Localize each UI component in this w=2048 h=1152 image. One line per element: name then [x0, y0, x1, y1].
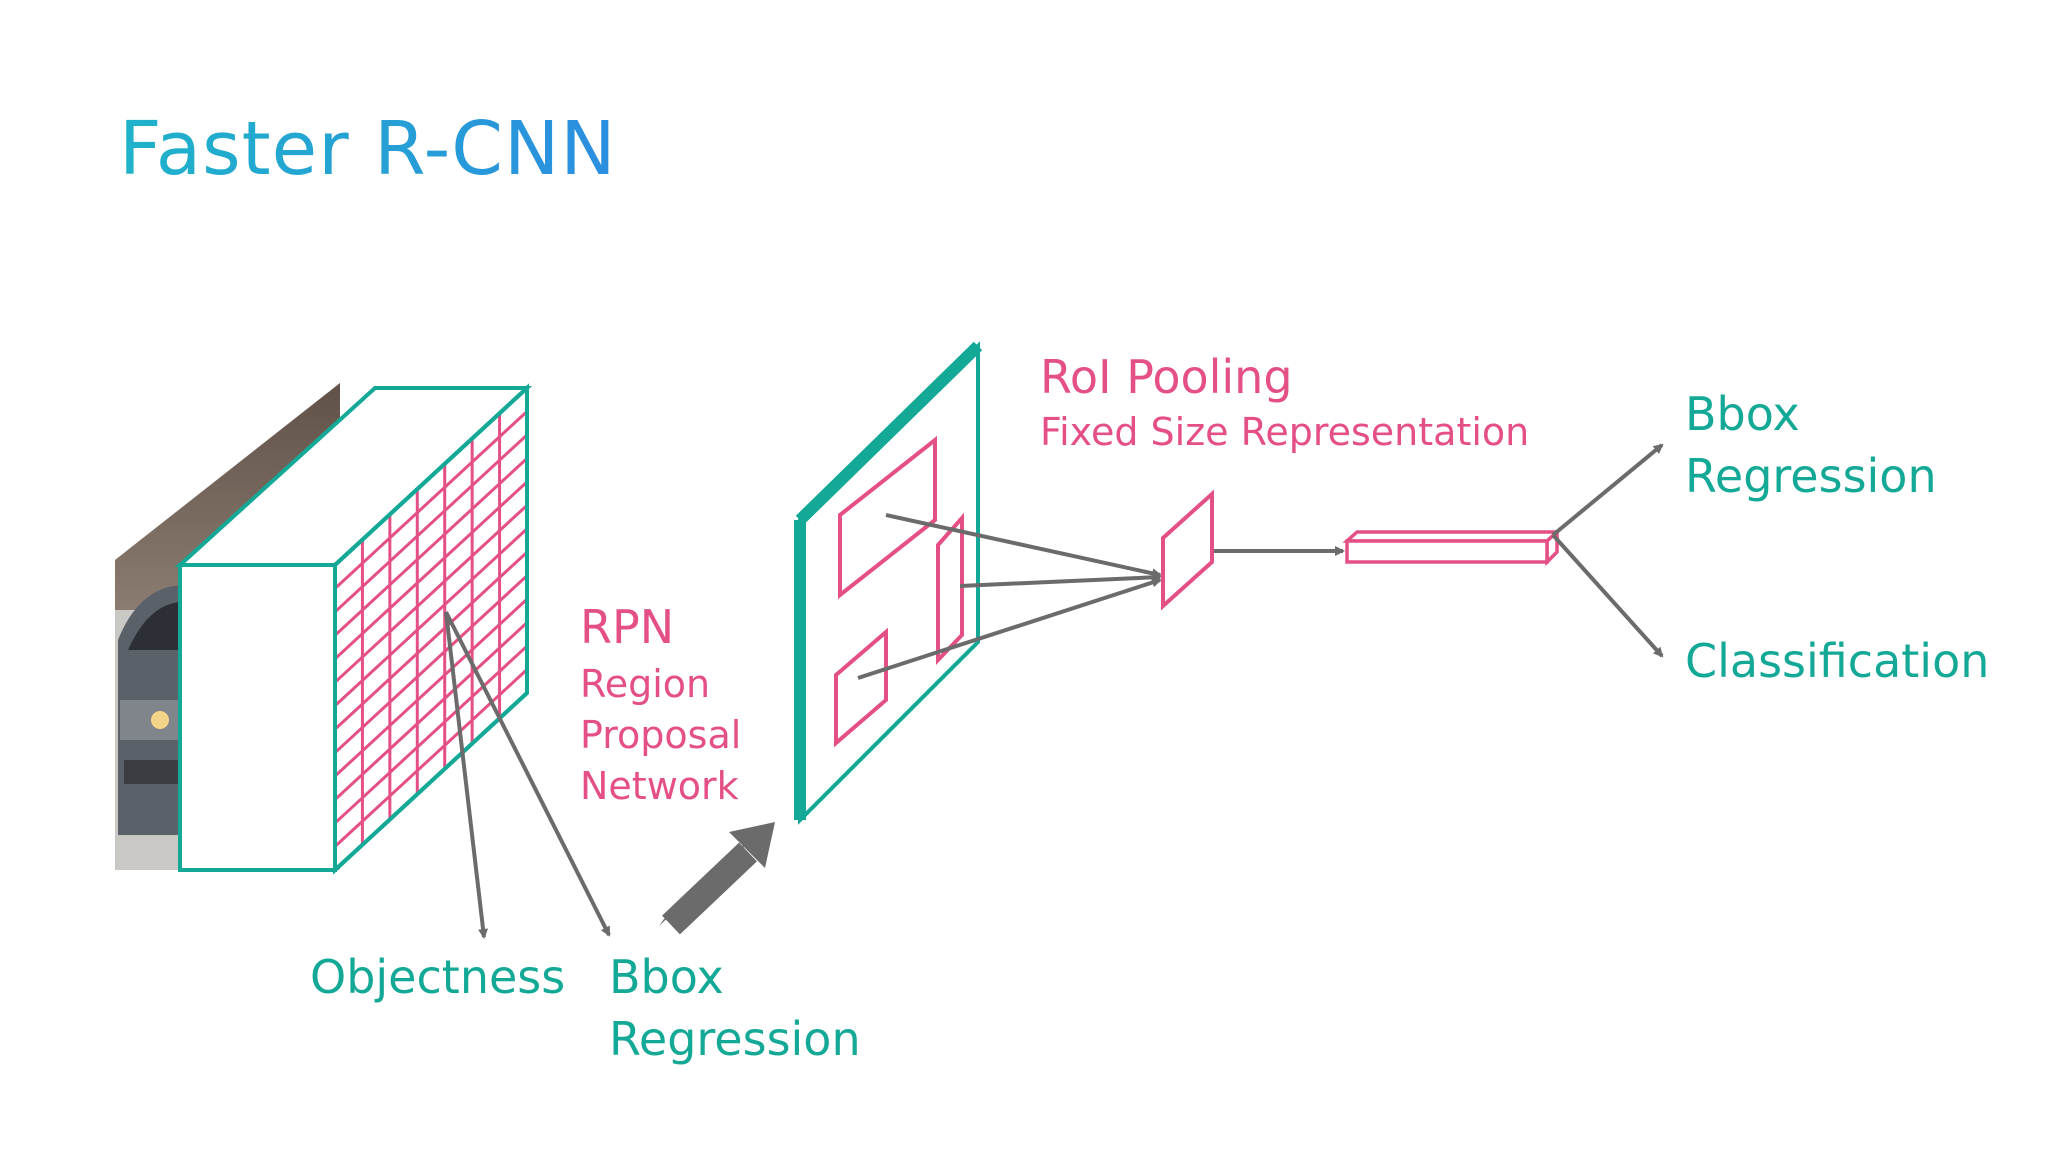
feature-grid — [333, 410, 529, 848]
rpn-bbox-label-line2: Regression — [609, 1012, 861, 1066]
proposal-large — [838, 435, 937, 600]
grid-row-line — [333, 668, 529, 848]
grid-row-line — [333, 598, 529, 778]
grid-row-line — [333, 527, 529, 707]
region-proposals — [834, 435, 964, 748]
roi-arrows — [857, 513, 1162, 680]
roi-pooled-box — [1161, 489, 1214, 611]
grid-row-line — [333, 410, 529, 590]
rpn-title: RPN — [580, 600, 675, 654]
volume-front-face — [178, 563, 337, 872]
out-bbox-label-line2: Regression — [1685, 449, 1937, 503]
rpn-label-line1: Region — [580, 662, 711, 706]
grid-row-line — [333, 433, 529, 614]
proposal-small — [834, 627, 888, 748]
objectness-label: Objectness — [310, 950, 566, 1004]
grid-row-line — [333, 457, 529, 637]
grid-row-line — [333, 644, 529, 825]
out-bbox-label-line1: Bbox — [1685, 387, 1800, 441]
rpn-label-line3: Network — [580, 764, 739, 808]
rpn-bbox-label-line1: Bbox — [609, 950, 724, 1004]
grid-row-line — [333, 551, 529, 731]
grid-row-line — [333, 480, 529, 660]
classification-label: Classification — [1685, 634, 1990, 688]
roi-subtitle: Fixed Size Representation — [1040, 410, 1530, 454]
objectness-arrow — [444, 611, 489, 939]
proposal-thin — [936, 512, 964, 665]
rpn-bbox-arrow — [444, 611, 611, 937]
grid-row-line — [333, 504, 529, 684]
classification-arrow — [1551, 533, 1664, 658]
fc-vector — [1342, 528, 1562, 567]
grid-row-line — [333, 621, 529, 801]
slide-title: Faster R-CNN — [119, 106, 617, 192]
out-bbox-arrow — [1551, 443, 1664, 537]
rpn-label-line2: Proposal — [580, 713, 742, 757]
feature-map-plane — [794, 341, 983, 825]
roi-title: RoI Pooling — [1040, 350, 1293, 404]
grid-row-line — [333, 574, 529, 754]
